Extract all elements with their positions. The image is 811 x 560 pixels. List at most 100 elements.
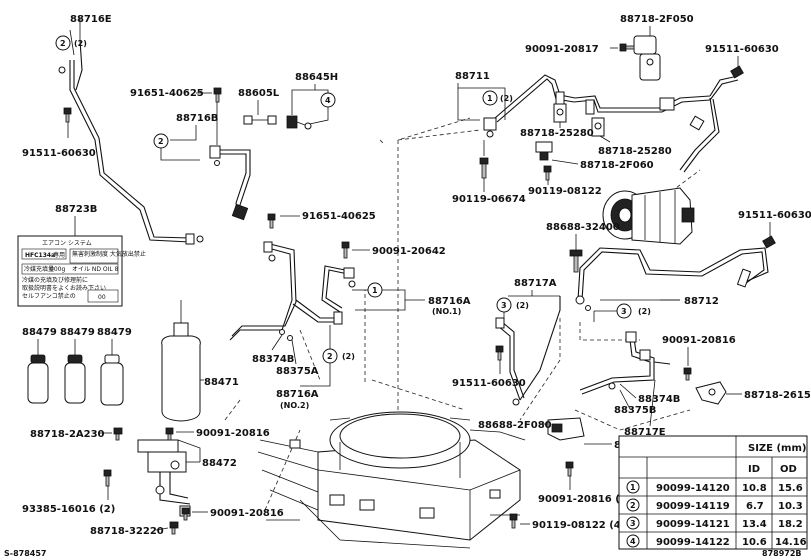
label-88718-26150: 88718-26150 bbox=[744, 390, 811, 401]
pipe-88716b bbox=[209, 145, 251, 221]
svg-text:取扱説明書をよくお読み下さい: 取扱説明書をよくお読み下さい bbox=[22, 284, 106, 292]
bolt-90091-20816-bottom-icon bbox=[181, 507, 190, 521]
cap-88479-b-icon bbox=[64, 354, 86, 404]
svg-text:専用: 専用 bbox=[53, 251, 65, 259]
label-88716e: 88716E bbox=[70, 14, 112, 25]
svg-text:13.4: 13.4 bbox=[742, 519, 767, 530]
size-table-header-od: OD bbox=[780, 464, 797, 475]
sensor-88605l-icon bbox=[243, 115, 277, 125]
label-88718-25280-a: 88718-25280 bbox=[520, 128, 594, 139]
bolt-91651-40625-mid-icon bbox=[267, 213, 276, 229]
receiver-dryer-88471 bbox=[161, 300, 201, 422]
svg-text:3: 3 bbox=[630, 519, 636, 528]
label-88479-b: 88479 bbox=[60, 327, 95, 338]
bolt-90119-08122-4-icon bbox=[509, 513, 518, 529]
svg-text:1: 1 bbox=[487, 94, 493, 103]
label-90091-20817: 90091-20817 bbox=[525, 44, 599, 55]
bolt-90119-06674-icon bbox=[479, 157, 489, 179]
label-88374b-left: 88374B bbox=[252, 354, 294, 365]
bolt-90091-20816-left-icon bbox=[165, 427, 174, 441]
svg-text:10.6: 10.6 bbox=[742, 537, 767, 548]
label-88717e: 88717E bbox=[624, 427, 666, 438]
label-88645h: 88645H bbox=[295, 72, 338, 83]
callout-4: 4 bbox=[320, 92, 336, 108]
svg-text:14.16: 14.16 bbox=[775, 537, 807, 548]
bolt-91511-60630-center-icon bbox=[495, 345, 504, 361]
svg-text:15.6: 15.6 bbox=[778, 483, 803, 494]
svg-text:90099-14119: 90099-14119 bbox=[656, 501, 730, 512]
engine-block bbox=[257, 411, 526, 549]
bolt-88718-2a230-icon bbox=[113, 427, 123, 441]
pipe-88716a-no2 bbox=[229, 241, 343, 341]
label-88479-a: 88479 bbox=[22, 327, 57, 338]
label-88374b-right: 88374B bbox=[638, 394, 680, 405]
svg-text:冷媒の充填及び修理前に: 冷媒の充填及び修理前に bbox=[22, 276, 88, 284]
label-90091-20816-low: 90091-20816 (2) bbox=[538, 494, 631, 505]
callout-2-bottom: 2 bbox=[322, 348, 338, 364]
svg-text:2: 2 bbox=[630, 501, 636, 510]
svg-text:3: 3 bbox=[621, 307, 627, 316]
bolt-88718-32220-icon bbox=[169, 521, 179, 535]
bolt-90091-20817-icon bbox=[619, 43, 635, 52]
callout-2-left: 2 bbox=[153, 133, 169, 149]
svg-text:10.3: 10.3 bbox=[778, 501, 803, 512]
bolt-91511-60630-top-right-icon bbox=[730, 65, 744, 79]
label-88716a-no1: 88716A bbox=[428, 296, 471, 307]
svg-text:オイル ND OIL 8: オイル ND OIL 8 bbox=[72, 266, 119, 273]
label-91511-60630-center: 91511-60630 bbox=[452, 378, 526, 389]
label-90091-20642: 90091-20642 bbox=[372, 246, 446, 257]
bolt-90091-20816-low-icon bbox=[565, 461, 574, 477]
clamp-88718-2f050-icon bbox=[633, 35, 661, 81]
bolt-91511-60630-left-icon bbox=[63, 107, 72, 138]
callout-3-mid: 3 bbox=[496, 297, 512, 313]
label-88711: 88711 bbox=[455, 71, 490, 82]
label-91511-60630-left: 91511-60630 bbox=[22, 148, 96, 159]
label-88716a-no2-note: (NO.2) bbox=[280, 401, 309, 410]
callout-3-right: 3 bbox=[616, 303, 632, 319]
size-table-row-3: 3 90099-14121 13.4 18.2 bbox=[626, 516, 803, 530]
label-91511-60630-right: 91511-60630 bbox=[738, 210, 811, 221]
svg-text:00: 00 bbox=[98, 294, 106, 301]
size-table-row-1: 1 90099-14120 10.8 15.6 bbox=[626, 480, 803, 494]
bracket-88718-26150-icon bbox=[695, 381, 727, 405]
svg-text:無害刺激制度 大気放出禁止: 無害刺激制度 大気放出禁止 bbox=[72, 250, 146, 258]
label-88718-25280-b: 88718-25280 bbox=[598, 146, 672, 157]
label-88688-2f080: 88688-2F080 bbox=[478, 420, 552, 431]
footer-right-code: 878972B bbox=[762, 549, 802, 558]
callout-2-bottom-qty: (2) bbox=[342, 352, 355, 361]
svg-text:4: 4 bbox=[325, 96, 331, 105]
size-table-row-4: 4 90099-14122 10.6 14.16 bbox=[626, 534, 807, 548]
svg-text:3: 3 bbox=[501, 301, 507, 310]
svg-text:90099-14122: 90099-14122 bbox=[656, 537, 730, 548]
label-88718-2f050: 88718-2F050 bbox=[620, 14, 694, 25]
label-91651-40625-top: 91651-40625 bbox=[130, 88, 204, 99]
size-table: SIZE (mm) ID OD 1 90099-14120 10.8 15.6 … bbox=[618, 435, 808, 550]
callout-2-top: 2 bbox=[55, 35, 71, 51]
label-88471: 88471 bbox=[204, 377, 239, 388]
svg-text:冷媒充填量: 冷媒充填量 bbox=[24, 265, 54, 273]
cap-88479-a-icon bbox=[27, 354, 49, 404]
bracket-88718-2f060-icon bbox=[535, 141, 553, 161]
size-table-header-id: ID bbox=[748, 464, 760, 475]
callout-2-top-qty: (2) bbox=[74, 39, 87, 48]
bolt-90091-20642-icon bbox=[341, 241, 350, 259]
bracket-88472 bbox=[137, 439, 201, 517]
pipe-88717a bbox=[495, 296, 561, 406]
bolt-90091-20816-right-icon bbox=[683, 367, 692, 381]
label-88717a: 88717A bbox=[514, 278, 557, 289]
pipe-88712 bbox=[575, 247, 769, 311]
label-88472: 88472 bbox=[202, 458, 237, 469]
svg-text:HFC134a: HFC134a bbox=[25, 252, 55, 259]
bolt-91511-60630-right-icon bbox=[762, 235, 776, 249]
label-90119-08122-4: 90119-08122 (4) bbox=[532, 520, 625, 531]
svg-text:6.7: 6.7 bbox=[746, 501, 764, 512]
label-90091-20816-bottom: 90091-20816 bbox=[210, 508, 284, 519]
size-table-row-2: 2 90099-14119 6.7 10.3 bbox=[626, 498, 803, 512]
svg-text:1: 1 bbox=[630, 483, 636, 492]
ac-compressor bbox=[602, 187, 695, 245]
label-90091-20816-right: 90091-20816 bbox=[662, 335, 736, 346]
label-91511-60630-top-right: 91511-60630 bbox=[705, 44, 779, 55]
label-88716a-no2: 88716A bbox=[276, 389, 319, 400]
label-90119-06674: 90119-06674 bbox=[452, 194, 526, 205]
clamp-88718-25280-a-icon bbox=[553, 103, 567, 123]
